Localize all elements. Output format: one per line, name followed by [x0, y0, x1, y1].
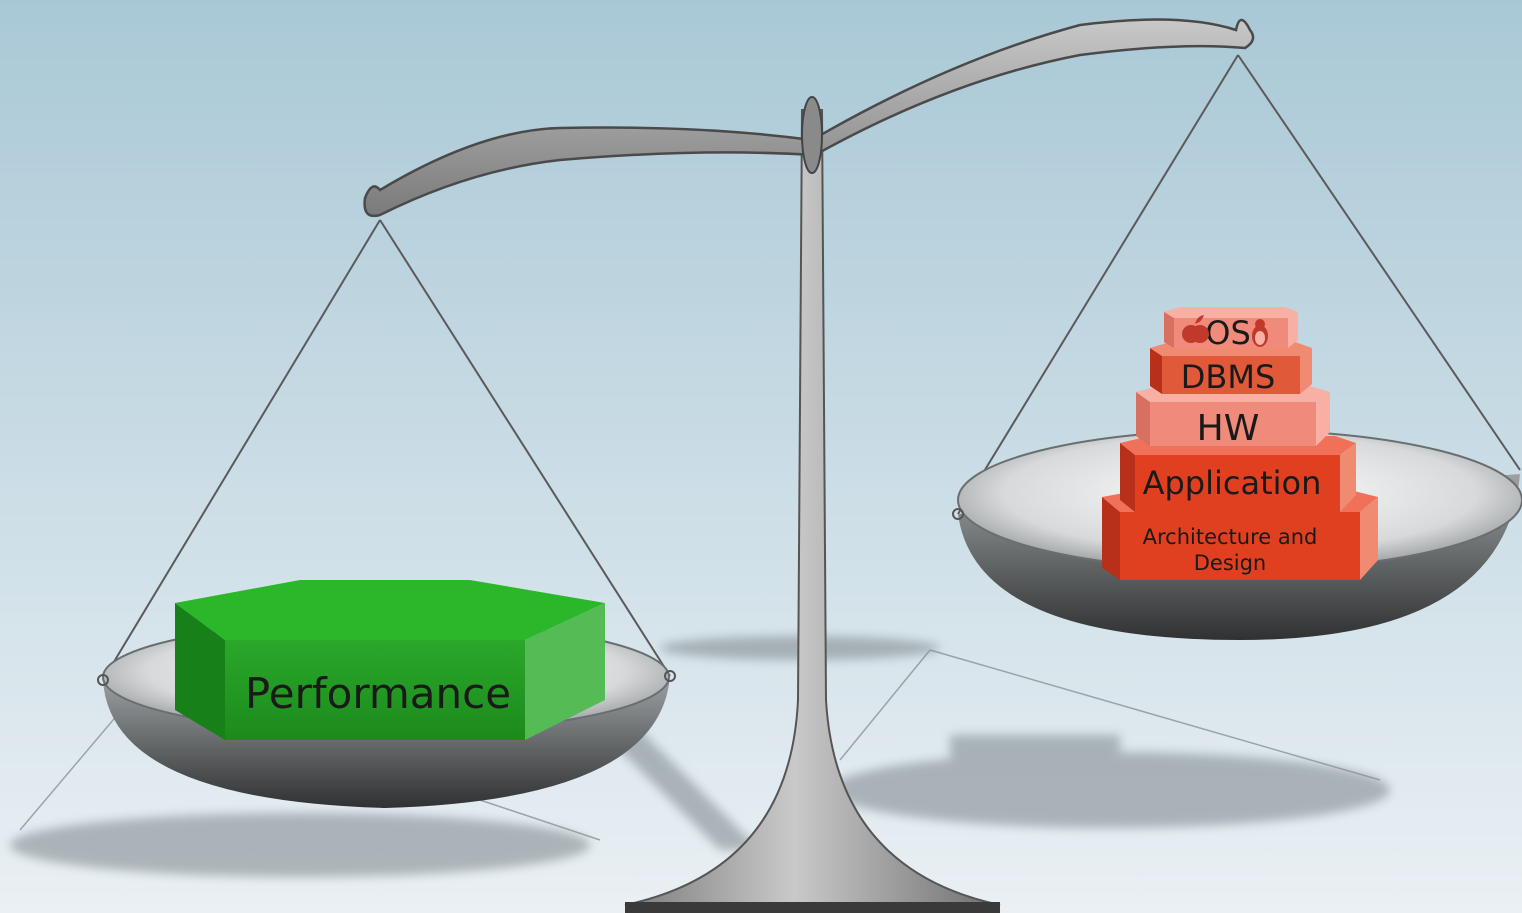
left-pan-strings	[102, 219, 671, 681]
architecture-label-line2: Design	[1194, 551, 1267, 575]
scale-beam	[363, 18, 1255, 218]
apple-icon	[1182, 315, 1209, 343]
right-pan-strings	[957, 54, 1521, 515]
performance-block: Performance	[175, 580, 605, 740]
stack-os-block: OS	[1164, 307, 1298, 352]
linux-tux-icon	[1252, 319, 1268, 347]
os-label: OS	[1205, 314, 1251, 352]
performance-label: Performance	[245, 669, 511, 718]
hw-label: HW	[1197, 408, 1260, 449]
application-label: Application	[1143, 464, 1322, 502]
scale-stand	[624, 109, 1001, 913]
architecture-label-line1: Architecture and	[1143, 525, 1318, 549]
ground-shadows	[10, 636, 1390, 877]
shadow-strings	[19, 649, 1381, 841]
stack-dbms-block: DBMS	[1150, 342, 1312, 396]
dbms-label: DBMS	[1181, 358, 1276, 396]
